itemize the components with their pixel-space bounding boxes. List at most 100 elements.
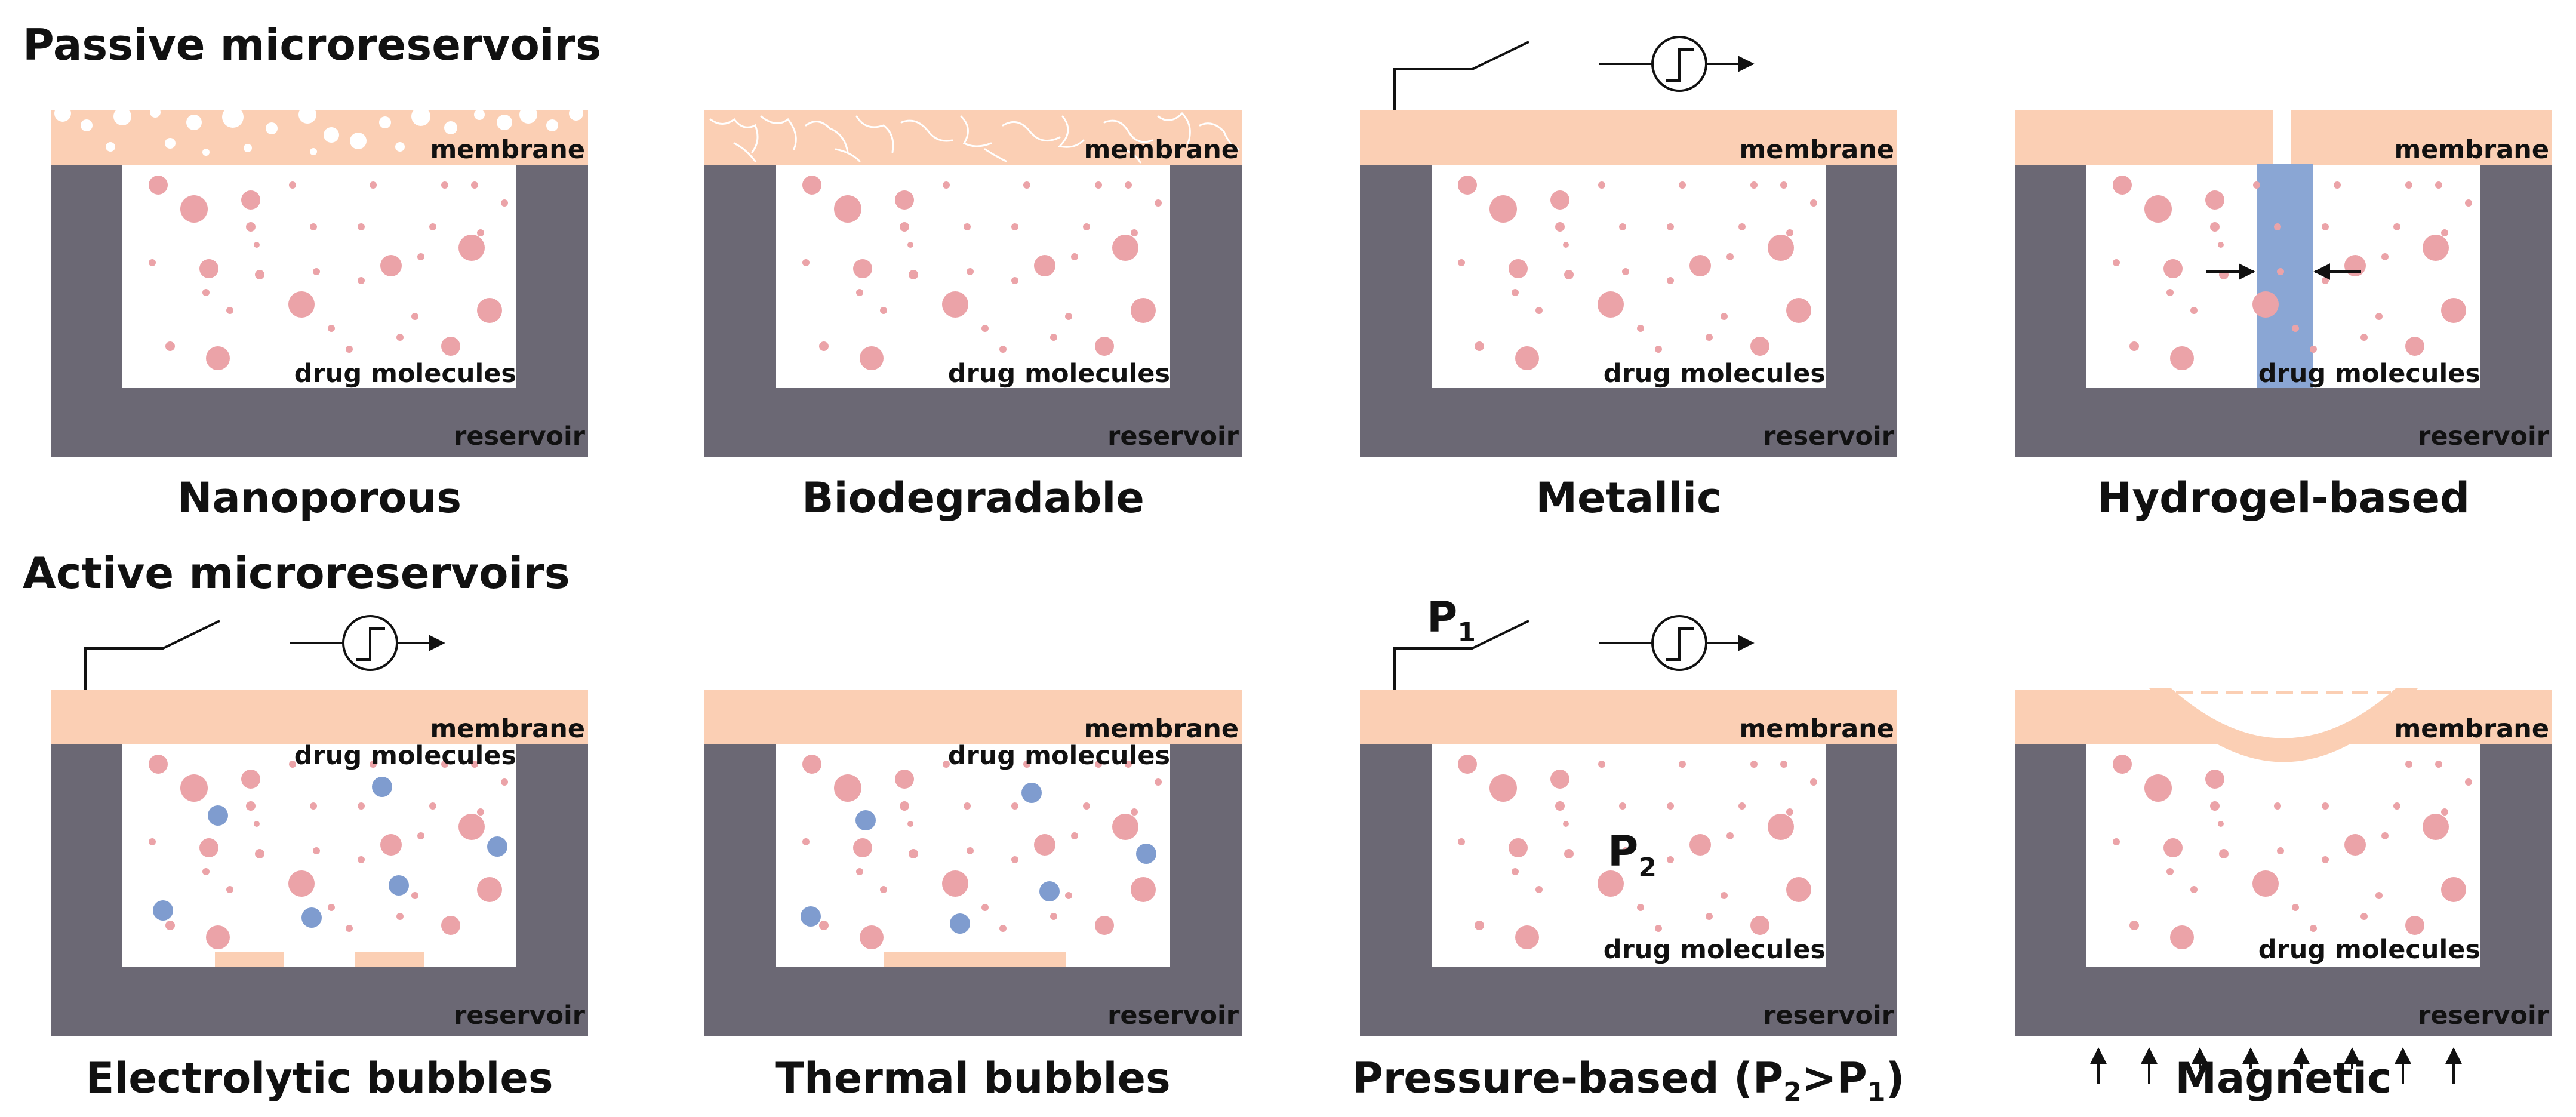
drug-label: drug molecules [294,359,516,389]
drug-molecule [471,761,478,768]
drug-molecule [2170,925,2194,949]
panel-nanoporous: membrane drug molecules reservoir Nanopo… [51,105,588,522]
drug-molecule [1475,921,1484,930]
drug-molecule [819,921,829,930]
drug-molecule [199,838,218,857]
drug-molecule [2393,223,2400,230]
drug-molecule [1125,181,1132,189]
drug-molecule [2310,346,2317,353]
membrane-deflection-hollow [2171,688,2396,738]
drug-molecule [900,801,909,811]
drug-molecule [1619,802,1626,810]
drug-molecule [1155,778,1162,786]
drug-molecule [1655,346,1662,353]
magnetic-field-arrows [2090,1047,2158,1084]
membrane-label: membrane [1739,714,1894,744]
drug-molecule [441,337,460,356]
drug-molecules [2113,755,2472,949]
drug-molecule [2423,814,2449,840]
drug-molecule [1726,253,1734,260]
drug-molecule [501,778,508,786]
drug-molecule [1667,223,1674,230]
reservoir-cavity [1432,164,1826,388]
drug-molecule [1679,181,1686,189]
drug-molecules [802,755,1162,949]
drug-molecule [1550,770,1569,789]
membrane-cracks [709,112,1240,164]
drug-molecule [2360,334,2368,341]
membrane-label: membrane [430,135,585,165]
drug-molecule [1563,821,1569,827]
drug-molecule [1535,886,1543,893]
drug-molecule [501,199,508,207]
drug-molecule [328,325,335,332]
drug-molecule [310,802,317,810]
drug-label: drug molecules [948,359,1170,389]
membrane-label: membrane [1739,135,1894,165]
drug-molecule [880,886,887,893]
drug-label: drug molecules [948,741,1170,771]
caption-metallic: Metallic [1535,473,1721,522]
drug-molecule [358,223,365,230]
drug-molecule [1515,346,1539,370]
reservoir-label: reservoir [454,421,586,451]
drug-molecule [2405,916,2424,935]
drug-molecule [895,190,914,210]
active-section-title: Active microreservoirs [23,548,570,598]
drug-molecule [1512,868,1519,875]
drug-molecule [1768,814,1794,840]
reservoir-cavity [122,743,516,967]
panel-biodegradable: membrane drug molecules reservoir Biodeg… [704,110,1242,522]
drug-molecule [458,814,485,840]
drug-molecule [429,223,436,230]
drug-molecule [1509,259,1528,278]
drug-molecule [2393,802,2400,810]
drug-molecule [853,838,872,857]
drug-molecule [1515,925,1539,949]
drug-molecule [1095,916,1114,935]
membrane-layer [1360,690,1897,744]
drug-molecule [2465,199,2472,207]
drug-molecule [943,761,950,768]
drug-molecule [1011,223,1018,230]
drug-molecule [2381,253,2389,260]
drug-molecule [241,770,260,789]
reservoir-label: reservoir [2418,1001,2550,1030]
drug-molecule [2166,868,2174,875]
caption-electrolytic: Electrolytic bubbles [85,1054,553,1103]
drug-molecule [1598,761,1605,768]
drug-molecule [2274,802,2281,810]
membrane-layer [704,110,1242,165]
drug-molecule [429,802,436,810]
caption-biodegradable: Biodegradable [802,473,1144,522]
drug-molecule [2310,925,2317,932]
drug-molecule [1083,223,1090,230]
drug-molecule [2163,259,2183,278]
drug-molecule [856,868,863,875]
drug-molecule [202,289,210,296]
drug-molecule [346,925,353,932]
drug-molecule [964,223,971,230]
drug-molecule [1458,755,1477,774]
drug-molecule [370,761,377,768]
drug-molecule [967,847,974,854]
drug-molecule [2435,761,2442,768]
drug-molecule [2292,904,2299,911]
drug-molecules [149,176,508,370]
magnetic-field-arrows-right [2395,1047,2462,1084]
passive-section-title: Passive microreservoirs [23,20,601,70]
membrane-layer [51,690,588,744]
drug-molecule [1726,832,1734,839]
drug-molecule [358,856,365,863]
membrane-layer [1360,110,1897,165]
drug-molecule [1155,199,1162,207]
drug-molecule [313,847,320,854]
reservoir-cavity [776,743,1170,967]
reservoir-cavity [122,164,516,388]
heater-element [884,952,1066,967]
drug-molecule [1112,814,1138,840]
drug-molecule [180,774,208,802]
current-source-symbol [290,615,445,671]
drug-molecule [396,334,404,341]
